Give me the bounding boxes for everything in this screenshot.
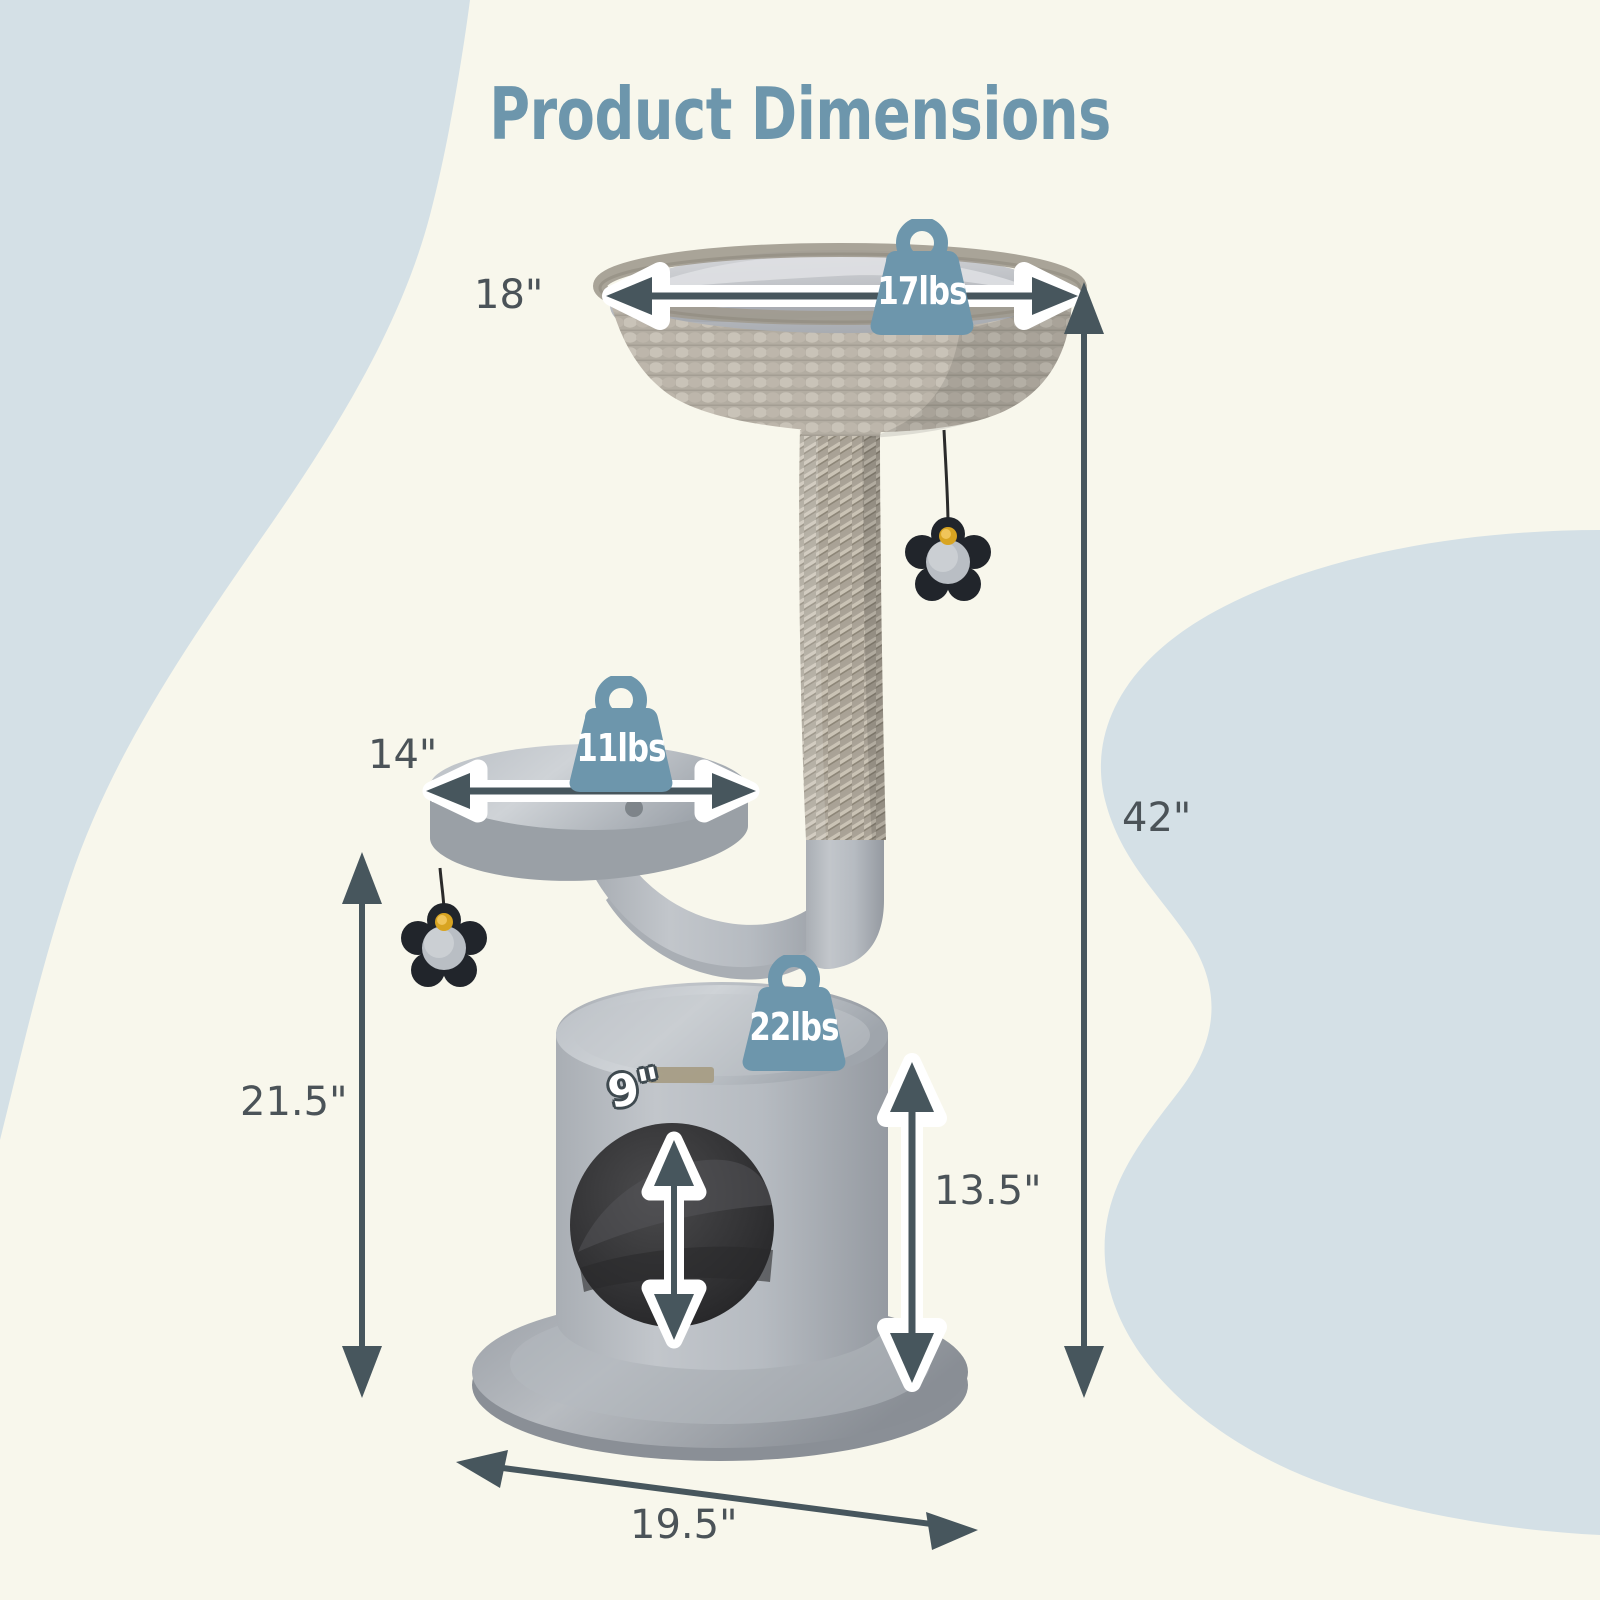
weight-badge-17lbs: 17lbs [846, 217, 998, 335]
blob-top-left [0, 0, 470, 1140]
arrow-18in [602, 262, 1082, 330]
arrow-42in [1064, 282, 1104, 1398]
blob-bottom-right [1100, 530, 1600, 1535]
hanging-flower-toy-lower [401, 867, 487, 987]
dimension-label-13-5in: 13.5" [934, 1168, 1042, 1214]
arrow-9in [641, 1131, 707, 1349]
dimension-label-19-5in: 19.5" [630, 1502, 738, 1548]
arrow-21-5in [342, 852, 382, 1398]
weight-icon [742, 953, 846, 1071]
weight-badge-label: 17lbs [877, 269, 967, 313]
brand-label [648, 1067, 714, 1083]
weight-badge-label: 22lbs [749, 1005, 839, 1049]
dimension-label-21-5in: 21.5" [240, 1079, 348, 1125]
weight-badge-11lbs: 11lbs [545, 674, 697, 792]
weight-icon [569, 674, 673, 792]
dimension-label-42in: 42" [1122, 795, 1192, 841]
dimension-label-14in: 14" [368, 732, 438, 778]
hanging-flower-toy-upper [905, 429, 991, 601]
weight-badge-label: 11lbs [576, 726, 666, 770]
page-title: Product Dimensions [489, 72, 1111, 156]
dimension-label-18in: 18" [474, 272, 544, 318]
weight-icon [870, 217, 974, 335]
curved-support-arm [594, 858, 846, 980]
sisal-scratching-post [799, 430, 886, 970]
dimension-label-9in: 9" [603, 1057, 667, 1119]
arrow-13-5in [877, 1053, 947, 1392]
arrow-19-5in [456, 1450, 978, 1550]
weight-badge-22lbs: 22lbs [718, 953, 870, 1071]
